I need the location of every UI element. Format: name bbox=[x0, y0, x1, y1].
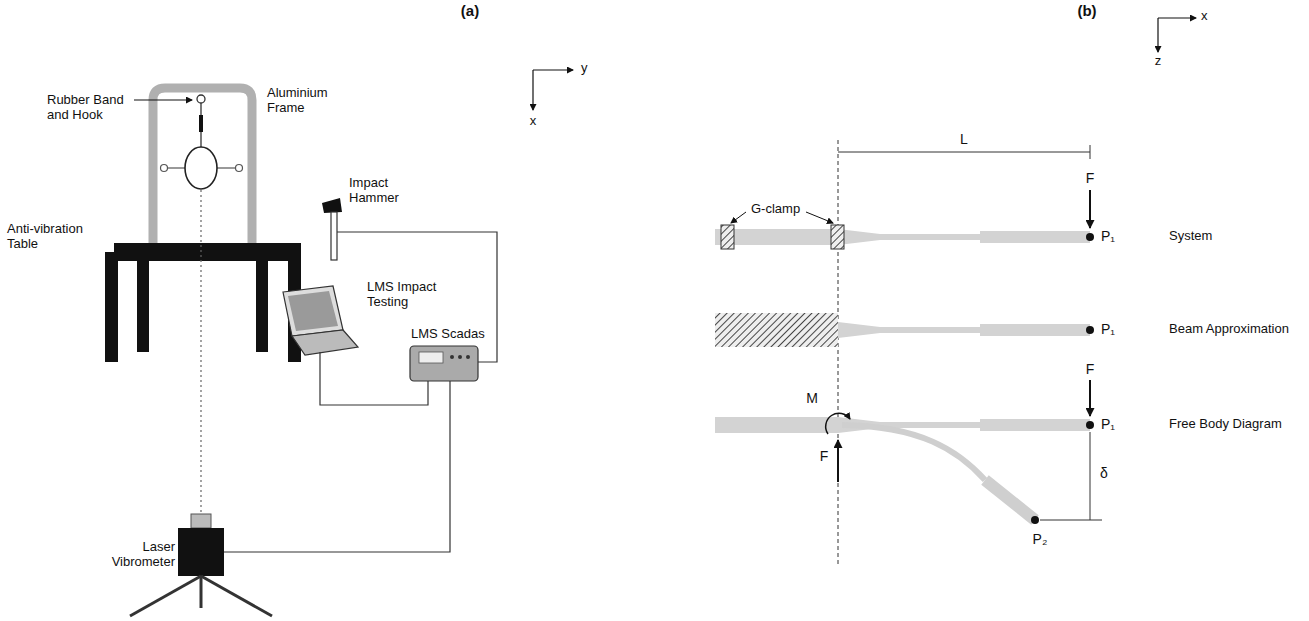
g-clamp bbox=[831, 225, 844, 249]
tripod-leg bbox=[130, 576, 201, 616]
clamp-line bbox=[838, 140, 839, 565]
axis-arrow bbox=[533, 69, 573, 70]
deflection-line bbox=[1040, 520, 1102, 521]
point-marker bbox=[1086, 326, 1094, 334]
hook-wire bbox=[200, 103, 201, 115]
laser-vibrometer bbox=[178, 528, 224, 576]
scadas-button bbox=[466, 355, 470, 359]
axis-label: x bbox=[1200, 9, 1209, 24]
force-label: F bbox=[819, 448, 830, 464]
deflected-beam bbox=[842, 425, 985, 480]
panel-label: (a) bbox=[460, 2, 480, 19]
beam bbox=[838, 229, 1090, 245]
deflection-label: δ bbox=[1099, 465, 1109, 481]
part-label: G-clamp bbox=[750, 202, 801, 217]
point-label: P₁ bbox=[1100, 416, 1116, 432]
force-arrow bbox=[1089, 380, 1091, 416]
signal-cable bbox=[224, 381, 450, 552]
laptop-screen bbox=[283, 286, 343, 336]
laser-lens bbox=[191, 514, 211, 528]
part-label: Impact Hammer bbox=[348, 176, 412, 206]
laptop-display bbox=[288, 291, 338, 331]
deflected-beam bbox=[985, 480, 1035, 520]
part-label: Aluminium Frame bbox=[266, 86, 342, 116]
support-eye bbox=[161, 165, 168, 172]
aluminium-frame bbox=[153, 88, 252, 245]
moment-arrow bbox=[826, 413, 850, 434]
table-leg bbox=[105, 261, 118, 362]
beam-root bbox=[715, 417, 838, 433]
deflection-line bbox=[1090, 432, 1091, 520]
scadas-display bbox=[419, 352, 443, 363]
scadas-unit bbox=[410, 346, 478, 381]
table-leg bbox=[256, 261, 268, 352]
leader-arrow bbox=[731, 212, 746, 223]
part-label: Anti-vibration Table bbox=[6, 222, 114, 252]
force-arrow bbox=[837, 440, 839, 482]
row-label: System bbox=[1168, 229, 1213, 244]
test-specimen bbox=[185, 147, 217, 189]
point-marker bbox=[1086, 233, 1094, 241]
tripod-leg bbox=[201, 576, 272, 616]
hammer-head bbox=[322, 198, 342, 213]
dimension-label: L bbox=[959, 131, 969, 147]
fixed-support bbox=[715, 313, 838, 347]
hook bbox=[197, 95, 205, 103]
axis-arrow bbox=[1158, 17, 1196, 18]
support-bar bbox=[217, 167, 236, 169]
row-label: Beam Approximation bbox=[1168, 322, 1290, 337]
point-marker bbox=[1031, 516, 1039, 524]
point-label: P₂ bbox=[1032, 531, 1049, 547]
hammer-handle bbox=[331, 212, 337, 260]
force-label: F bbox=[1085, 170, 1096, 186]
leader-arrow bbox=[134, 99, 192, 100]
point-label: P₁ bbox=[1100, 228, 1116, 244]
axis-label: y bbox=[580, 61, 589, 76]
part-label: LMS Impact Testing bbox=[366, 280, 452, 310]
laser-beam bbox=[200, 190, 201, 514]
signal-cable bbox=[337, 232, 497, 362]
point-marker bbox=[1086, 421, 1094, 429]
part-label: Rubber Band and Hook bbox=[46, 93, 132, 123]
axis-label: x bbox=[529, 114, 538, 129]
dimension-tick bbox=[1090, 145, 1091, 159]
beam bbox=[838, 322, 1090, 338]
laptop-keyboard bbox=[292, 330, 358, 355]
suspension-wire bbox=[200, 132, 201, 147]
panel-label: (b) bbox=[1076, 2, 1097, 19]
tripod-leg bbox=[200, 576, 203, 608]
g-clamp bbox=[721, 225, 734, 249]
scadas-button bbox=[458, 355, 462, 359]
force-label: F bbox=[1085, 361, 1096, 377]
table-leg bbox=[137, 261, 149, 352]
point-label: P₁ bbox=[1100, 321, 1116, 337]
part-label: LMS Scadas bbox=[410, 327, 486, 342]
signal-cable bbox=[320, 352, 428, 405]
leader-arrow bbox=[806, 212, 833, 223]
dimension-line bbox=[838, 152, 1090, 153]
rubber-band bbox=[199, 115, 203, 132]
support-bar bbox=[167, 167, 185, 169]
axis-label: z bbox=[1154, 54, 1163, 69]
force-arrow bbox=[1089, 190, 1091, 228]
scadas-button bbox=[450, 355, 454, 359]
row-label: Free Body Diagram bbox=[1168, 417, 1283, 432]
support-eye bbox=[236, 165, 243, 172]
table-top bbox=[105, 243, 301, 261]
axis-arrow bbox=[1157, 18, 1158, 52]
axis-arrow bbox=[532, 70, 533, 110]
moment-label: M bbox=[805, 390, 819, 406]
part-label: Laser Vibrometer bbox=[96, 540, 176, 570]
